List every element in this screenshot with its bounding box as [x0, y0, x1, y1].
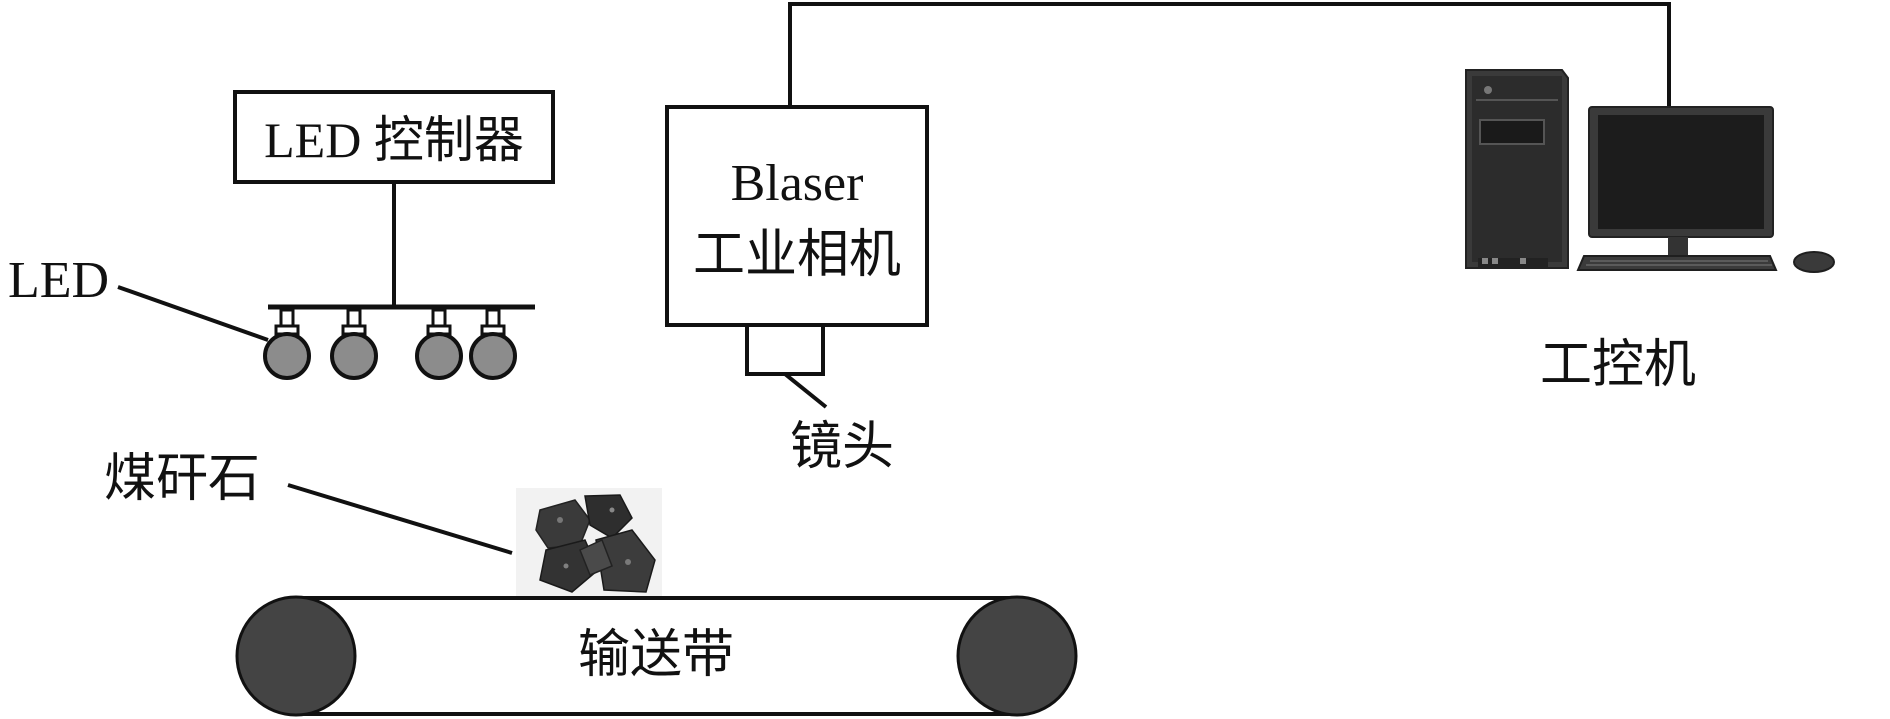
mouse-icon [1793, 251, 1835, 273]
lens-label: 镜头 [790, 417, 894, 477]
camera-box [665, 105, 929, 327]
led-controller-box [233, 90, 555, 184]
led-array [263, 308, 517, 380]
camera-pc-cable [788, 2, 1671, 108]
pc-tower-icon [1465, 69, 1569, 269]
conveyor-roller-right [956, 595, 1078, 717]
led-lamp [330, 308, 378, 380]
led-lamp [415, 308, 463, 380]
led-leader-line [117, 285, 269, 342]
coal-gangue-photo [516, 488, 662, 598]
led-lamp [263, 308, 311, 380]
camera-label-line2: 工业相机 [693, 227, 901, 284]
led-label: LED [8, 252, 109, 309]
conveyor-roller-left [235, 595, 357, 717]
led-controller-label: LED 控制器 [264, 112, 524, 168]
conveyor-label: 输送带 [578, 625, 734, 685]
industrial-camera: Blaser 工业相机 [665, 105, 929, 327]
camera-label-line1: Blaser [731, 155, 864, 212]
gangue-leader-line [287, 483, 513, 555]
gangue-label: 煤矸石 [104, 449, 260, 509]
keyboard-icon [1576, 255, 1778, 271]
ipc-label: 工控机 [1540, 335, 1696, 395]
conveyor-belt [235, 595, 1078, 717]
monitor-icon [1588, 106, 1774, 262]
lens-box [745, 323, 825, 376]
industrial-pc [1465, 69, 1835, 273]
led-controller: LED 控制器 [233, 90, 555, 184]
lens-leader-line [783, 372, 828, 409]
led-lamp [469, 308, 517, 380]
